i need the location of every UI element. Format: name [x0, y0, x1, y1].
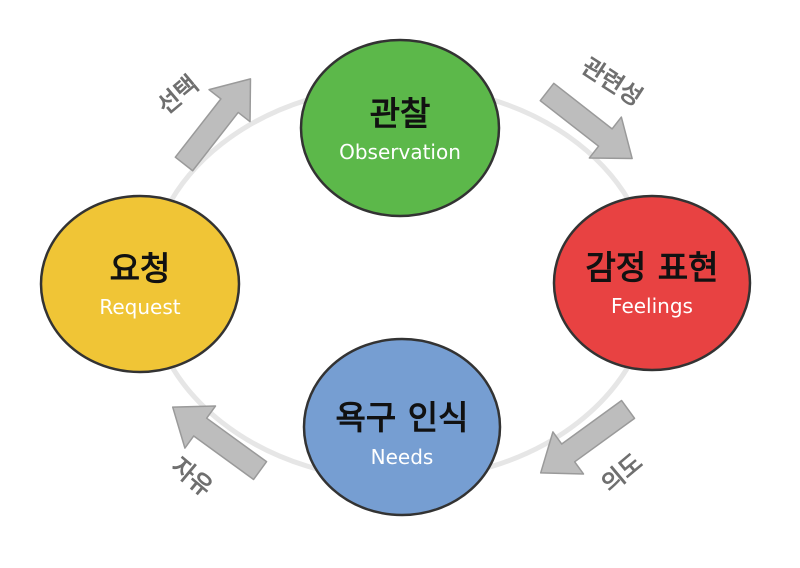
- node-observation: 관찰 Observation: [299, 38, 501, 218]
- arrow-label-intention: 의도: [596, 448, 648, 498]
- node-feelings-subtitle: Feelings: [611, 294, 693, 318]
- node-needs-title: 욕구 인식: [336, 398, 469, 437]
- arrow-intention-shape: [539, 399, 636, 475]
- node-observation-circle: [299, 38, 501, 218]
- node-feelings: 감정 표현 Feelings: [552, 194, 752, 372]
- node-request-title: 요청: [110, 249, 171, 288]
- arrow-relevance: 관련성: [539, 52, 648, 160]
- arrow-relevance-shape: [539, 82, 633, 160]
- node-needs-subtitle: Needs: [371, 445, 434, 469]
- node-request: 요청 Request: [39, 194, 241, 374]
- node-feelings-title: 감정 표현: [586, 248, 719, 287]
- node-needs-circle: [302, 337, 502, 517]
- node-request-circle: [39, 194, 241, 374]
- arrow-label-freedom: 자유: [166, 452, 218, 502]
- arrow-label-choice: 선택: [152, 70, 204, 120]
- arrow-freedom-shape: [171, 405, 268, 481]
- node-observation-subtitle: Observation: [339, 140, 461, 164]
- node-needs: 욕구 인식 Needs: [302, 337, 502, 517]
- node-feelings-circle: [552, 194, 752, 372]
- arrow-label-relevance: 관련성: [577, 52, 648, 112]
- node-observation-title: 관찰: [370, 94, 431, 133]
- node-request-subtitle: Request: [99, 295, 180, 319]
- arrow-choice-shape: [174, 78, 252, 172]
